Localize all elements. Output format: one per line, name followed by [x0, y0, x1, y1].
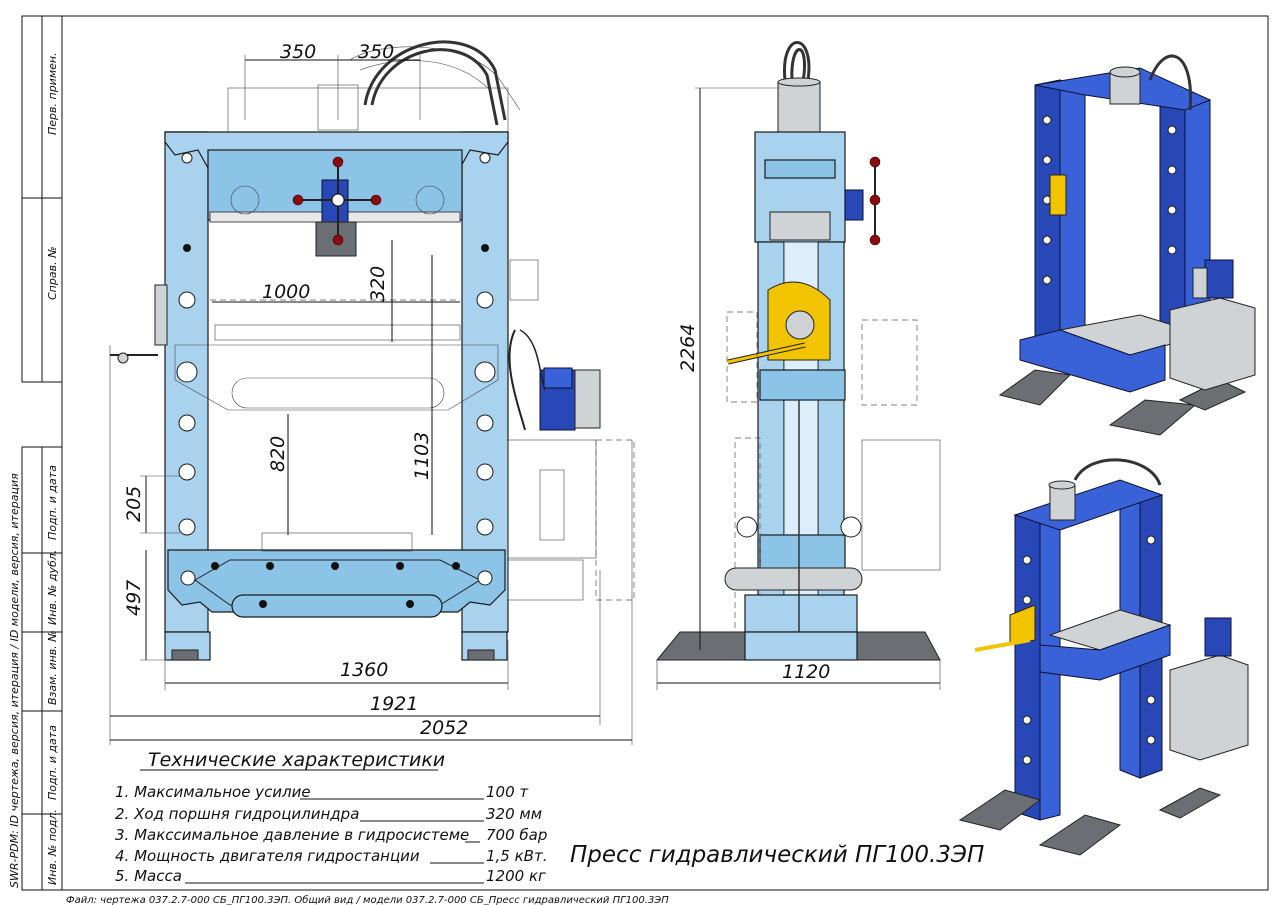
side-view — [655, 41, 941, 661]
stamp-perv-primen: Перв. примен. — [46, 52, 59, 135]
isometric-view-bottom — [958, 458, 1249, 856]
spec-value-5: 1200 кг — [486, 867, 546, 885]
dim-1360: 1360 — [340, 659, 388, 681]
dim-350-right: 350 — [358, 41, 394, 63]
stamp-vzam-inv: Взам. инв. № — [46, 630, 59, 705]
spec-label-5: 5. Масса — [115, 867, 182, 885]
spec-label-1: 1. Максимальное усилие — [115, 783, 311, 801]
dim-497: 497 — [123, 580, 145, 616]
dim-1120: 1120 — [782, 661, 830, 683]
drawing-frame — [21, 15, 1269, 891]
right-column-holes — [476, 152, 494, 536]
spec-value-1: 100 т — [486, 783, 529, 801]
dim-820: 820 — [267, 436, 289, 472]
front-dimensions — [109, 55, 633, 745]
dim-1921: 1921 — [370, 693, 418, 715]
specs-title: Технические характеристики — [148, 749, 445, 771]
spec-value-3: 700 бар — [486, 826, 547, 844]
stamp-podp-data-2: Подп. и дата — [46, 725, 59, 800]
left-column-holes — [178, 152, 196, 536]
spec-label-2: 2. Ход поршня гидроцилиндра — [115, 805, 359, 823]
stamp-sprav-no: Справ. № — [46, 246, 59, 300]
dim-350-left: 350 — [280, 41, 316, 63]
spec-value-2: 320 мм — [486, 805, 542, 823]
stamp-pdm-vertical: SWR-PDM: ID чертежа, версия, итерация / … — [8, 473, 21, 888]
dim-320: 320 — [367, 266, 389, 302]
stamp-podp-data-1: Подп. и дата — [46, 465, 59, 540]
side-dimensions — [656, 87, 941, 690]
spec-value-4: 1,5 кВт. — [486, 847, 547, 865]
front-view — [110, 40, 635, 661]
dim-1103: 1103 — [411, 432, 433, 480]
spec-label-4: 4. Мощность двигателя гидростанции — [115, 847, 420, 865]
footer-file-info: Файл: чертежа 037.2.7-000 СБ_ПГ100.3ЭП. … — [66, 894, 669, 905]
dim-2264: 2264 — [677, 324, 699, 372]
specs-table: 1. Максимальное усилие 100 т 2. Ход порш… — [115, 783, 547, 885]
dim-205: 205 — [123, 486, 145, 522]
dim-2052: 2052 — [420, 717, 468, 739]
isometric-view-top — [998, 54, 1256, 436]
stamp-inv-dubl: Инв. № дубл. — [46, 550, 59, 625]
dim-1000: 1000 — [262, 281, 310, 303]
spec-label-3: 3. Макссимальное давление в гидросистеме — [115, 826, 469, 844]
stamp-inv-podl: Инв. № подл. — [46, 809, 59, 885]
product-title: Пресс гидравлический ПГ100.3ЭП — [570, 842, 984, 868]
